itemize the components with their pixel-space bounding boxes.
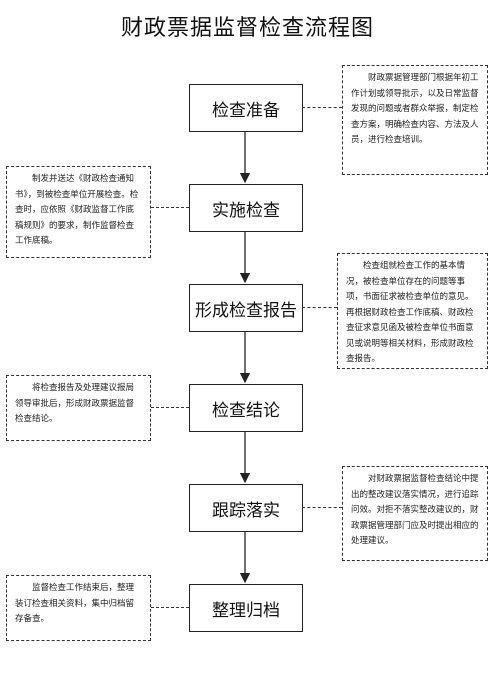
diagram-title: 财政票据监督检查流程图: [120, 16, 374, 41]
step-implement: 实施检查: [189, 184, 303, 232]
note-conclusion: 将检查报告及处理建议报局领导审批后，形成财政票据监督检查结论。: [6, 375, 151, 441]
connector-report: [302, 307, 337, 308]
note-followup: 对财政票据监督检查结论中提出的整改建议落实情况，进行追踪问效。对拒不落实整改建议…: [342, 466, 488, 561]
connector-conclusion: [151, 407, 189, 408]
step-archive: 整理归档: [189, 584, 303, 632]
connector-followup: [302, 507, 342, 508]
step-prepare: 检查准备: [189, 84, 303, 132]
connector-archive: [151, 607, 189, 608]
note-prepare: 财政票据管理部门根据年初工作计划或领导批示，以及日常监督发现的问题或者群众举报，…: [342, 65, 488, 175]
connector-prepare: [302, 107, 342, 108]
connector-implement: [151, 207, 189, 208]
step-conclusion: 检查结论: [189, 384, 303, 432]
note-archive: 监督检查工作结束后，整理装订检查相关资料，集中归档留存备查。: [6, 575, 151, 641]
note-implement: 制发并送达《财政检查通知书》，到被检查单位开展检查。检查时，应依照《财政监督工作…: [6, 166, 151, 258]
step-report: 形成检查报告: [189, 284, 303, 332]
note-report: 检查组就检查工作的基本情况，被检查单位存在的问题等事项，书面征求被检查单位的意见…: [337, 253, 488, 369]
step-followup: 跟踪落实: [189, 484, 303, 532]
